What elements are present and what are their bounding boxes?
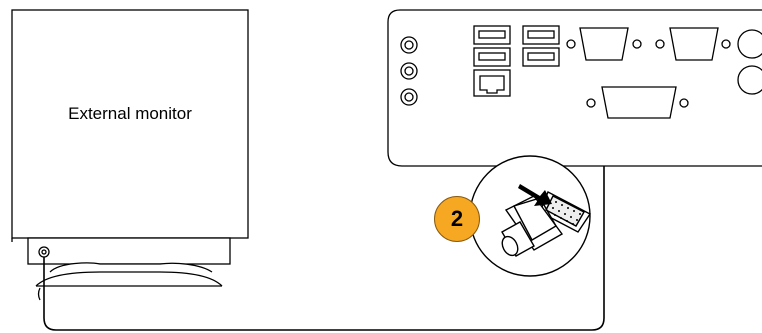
monitor-label: External monitor	[68, 104, 192, 123]
instrument-rear-panel	[387, 9, 762, 167]
external-monitor	[11, 9, 249, 301]
vga-cable	[43, 58, 605, 331]
step-number-badge: 2	[434, 196, 480, 242]
connector-closeup	[469, 155, 592, 277]
